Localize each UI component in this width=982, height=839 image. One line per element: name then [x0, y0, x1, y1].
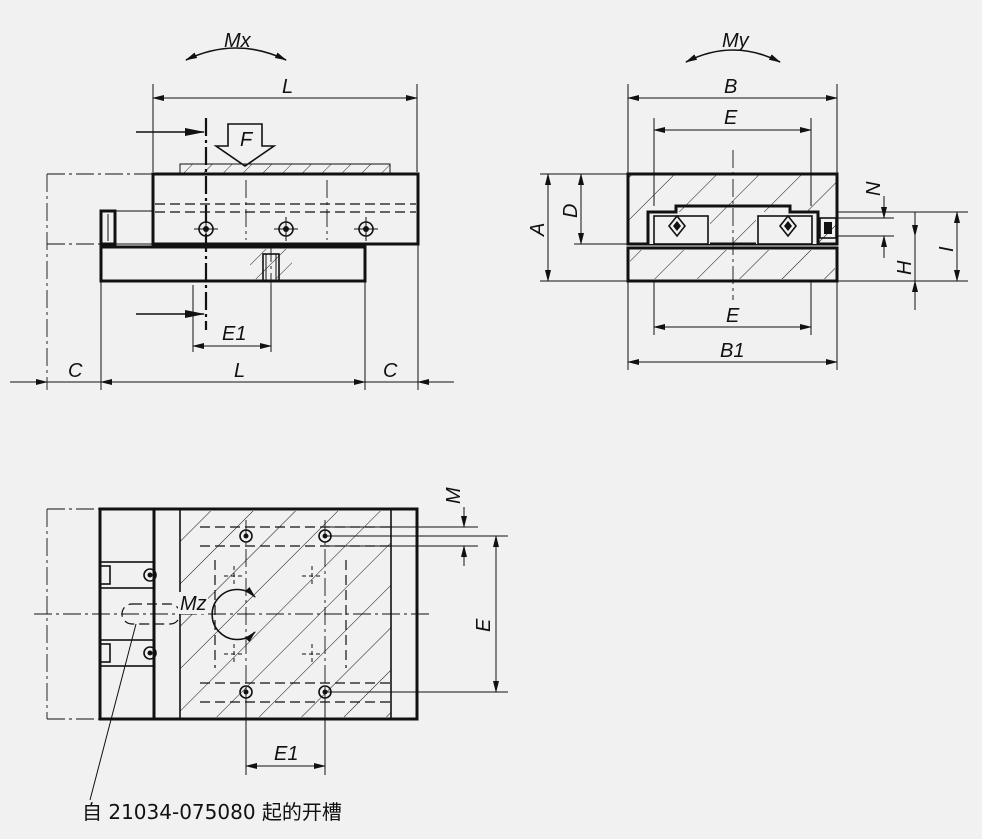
- mx-rotation-arrow: [185, 47, 287, 61]
- m-label: M: [443, 487, 465, 504]
- h-label: H: [894, 260, 916, 275]
- mz-label: Mz: [180, 593, 207, 615]
- side-screw: [819, 217, 837, 239]
- c-left-label: C: [68, 360, 83, 382]
- upper-carriage: [151, 172, 420, 246]
- i-label: I: [936, 246, 958, 252]
- my-rotation-arrow: [685, 49, 781, 63]
- plan-view: Mz M E E1 自 21034-075080 起的开槽: [34, 487, 508, 824]
- c-right-label: C: [383, 360, 398, 382]
- bearing-left: [667, 214, 687, 238]
- mz-rotation-arrow: [211, 587, 256, 642]
- side-view: Mx L F: [10, 30, 454, 390]
- my-label: My: [722, 30, 750, 52]
- f-label: F: [240, 129, 254, 151]
- lower-rail: [99, 245, 367, 283]
- b1-label: B1: [720, 340, 744, 362]
- slot: [121, 603, 181, 625]
- screw-icon: [274, 217, 298, 241]
- l-bottom-label: L: [234, 360, 245, 382]
- carriage-section: [626, 172, 839, 246]
- slot-note: 自 21034-075080 起的开槽: [82, 800, 342, 824]
- e1-side-label: E1: [222, 323, 246, 345]
- e-plan-label: E: [473, 618, 495, 632]
- force-f-arrow: [213, 123, 277, 167]
- end-view: My B E A: [527, 30, 968, 370]
- l-top-label: L: [282, 76, 293, 98]
- b-label: B: [724, 76, 737, 98]
- a-label: A: [527, 223, 549, 237]
- rail-section: [626, 246, 839, 283]
- e-top-label: E: [724, 107, 738, 129]
- end-stop-left: [99, 209, 117, 246]
- note-leader: [89, 623, 137, 801]
- screw-icon: [354, 217, 378, 241]
- e1-plan-label: E1: [274, 743, 298, 765]
- n-label: N: [863, 181, 885, 196]
- mx-label: Mx: [224, 30, 252, 52]
- e-bottom-label: E: [726, 305, 740, 327]
- bearing-right: [778, 214, 798, 238]
- d-label: D: [560, 204, 582, 218]
